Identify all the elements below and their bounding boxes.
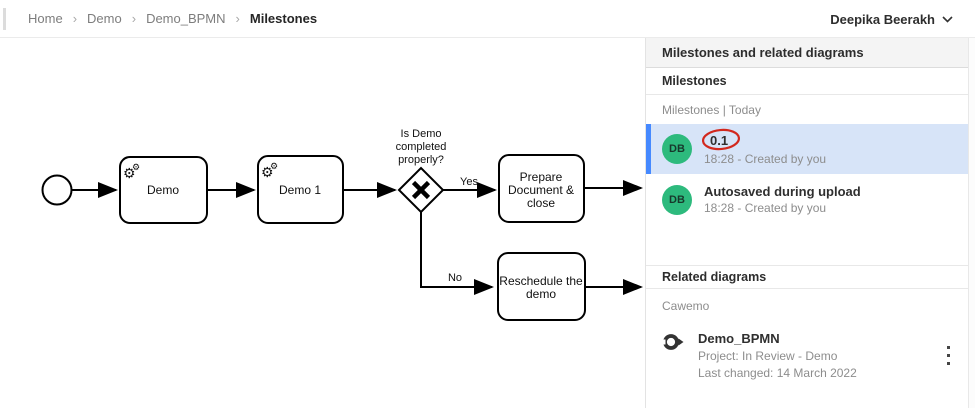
sidebar-rail-mark — [3, 8, 6, 30]
task-prepare-label-line2: Document & — [508, 183, 574, 197]
milestone-title: 0.1 — [710, 133, 729, 148]
milestone-row-autosaved[interactable]: DB Autosaved during upload 18:28 - Creat… — [646, 176, 968, 223]
panel-title-text: Milestones and related diagrams — [662, 45, 864, 60]
related-diagram-project: Project: In Review - Demo — [698, 349, 838, 363]
related-diagram-last-changed: Last changed: 14 March 2022 — [698, 366, 857, 380]
user-name: Deepika Beerakh — [830, 11, 935, 27]
bpmn-canvas: ⚙ ⚙ Demo ⚙ ⚙ Demo 1 Is Demo completed pr… — [0, 38, 645, 408]
cawemo-logo-icon — [662, 331, 686, 356]
related-diagram-row-demo-bpmn[interactable]: Demo_BPMN Project: In Review - Demo Last… — [646, 319, 968, 390]
milestones-section-title-text: Milestones — [662, 74, 727, 88]
gear-icon: ⚙ — [132, 162, 140, 172]
task-demo1-label: Demo 1 — [279, 183, 321, 197]
bpmn-diagram: ⚙ ⚙ Demo ⚙ ⚙ Demo 1 Is Demo completed pr… — [41, 128, 643, 321]
task-prepare-label-line1: Prepare — [520, 170, 563, 184]
top-header: Home › Demo › Demo_BPMN › Milestones Dee… — [0, 0, 975, 38]
avatar: DB — [662, 134, 692, 164]
gear-icon: ⚙ — [270, 161, 278, 171]
gateway-x-mark — [411, 180, 431, 200]
gateway-label-line2: completed — [396, 141, 447, 153]
milestone-texts: Autosaved during upload 18:28 - Created … — [704, 184, 861, 215]
user-menu[interactable]: Deepika Beerakh — [830, 0, 953, 38]
chevron-down-icon — [942, 15, 953, 23]
breadcrumb-separator: › — [235, 11, 240, 26]
related-group-label: Cawemo — [662, 299, 710, 313]
milestone-title: Autosaved during upload — [704, 184, 861, 199]
related-diagram-texts: Demo_BPMN Project: In Review - Demo Last… — [698, 331, 857, 380]
task-demo-label: Demo — [147, 183, 179, 197]
breadcrumb-demo[interactable]: Demo — [87, 11, 122, 26]
gateway-label-line1: Is Demo — [401, 128, 442, 140]
panel-title: Milestones and related diagrams — [646, 38, 968, 68]
flow-yes-label: Yes — [460, 176, 478, 188]
breadcrumb-demo-bpmn[interactable]: Demo_BPMN — [146, 11, 226, 26]
milestone-subtitle: 18:28 - Created by you — [704, 152, 827, 166]
breadcrumb-milestones: Milestones — [249, 11, 318, 26]
panel-spacer — [646, 223, 968, 265]
breadcrumb-separator: › — [131, 11, 137, 26]
panel-scrollbar[interactable] — [968, 38, 975, 408]
milestone-row-0-1[interactable]: DB 0.1 18:28 - Created by you — [646, 124, 968, 174]
task-reschedule-label-line2: demo — [526, 287, 556, 301]
milestones-filter-text: Milestones | Today — [662, 102, 761, 117]
sequence-flow-no — [420, 212, 494, 295]
gateway-label-line3: properly? — [398, 154, 444, 166]
milestones-filter[interactable]: Milestones | Today — [646, 95, 968, 124]
flow-no-label: No — [448, 272, 462, 284]
related-diagrams-title-text: Related diagrams — [662, 270, 767, 284]
milestone-subtitle: 18:28 - Created by you — [704, 201, 827, 215]
kebab-menu-icon[interactable] — [941, 340, 956, 371]
breadcrumb: Home › Demo › Demo_BPMN › Milestones — [28, 11, 317, 26]
milestones-section-title: Milestones — [646, 68, 968, 95]
milestones-panel: Milestones and related diagrams Mileston… — [645, 38, 968, 408]
breadcrumb-separator: › — [72, 11, 78, 26]
task-prepare-label-line3: close — [527, 196, 555, 210]
avatar: DB — [662, 184, 692, 215]
breadcrumb-home[interactable]: Home — [28, 11, 63, 26]
task-reschedule-label-line1: Reschedule the — [499, 274, 583, 288]
related-diagram-title: Demo_BPMN — [698, 331, 780, 346]
start-event — [41, 174, 73, 206]
gear-icon: ⚙ — [123, 165, 136, 181]
milestone-title-annotated: 0.1 — [701, 128, 741, 151]
related-diagrams-section-title: Related diagrams — [646, 265, 968, 289]
gear-icon: ⚙ — [261, 164, 274, 180]
milestone-texts: 0.1 18:28 - Created by you — [701, 128, 827, 166]
